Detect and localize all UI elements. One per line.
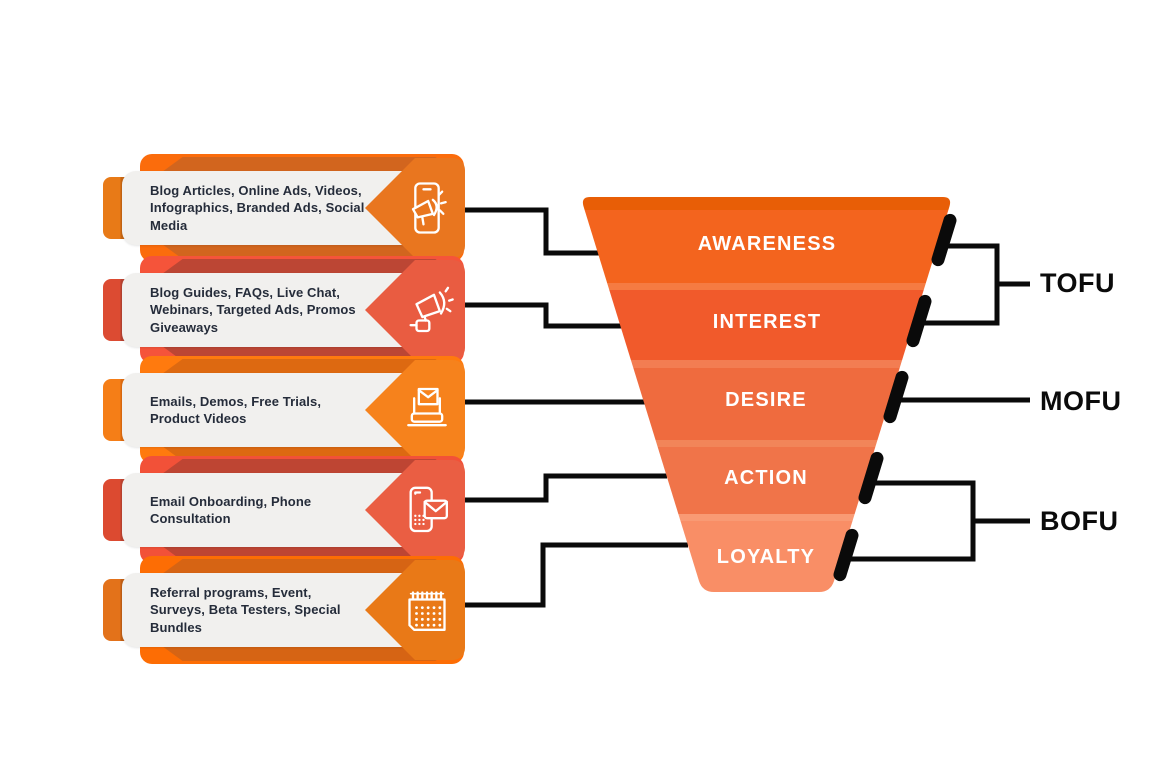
funnel-stage-label-awareness: AWARENESS (698, 233, 837, 255)
funnel-stage-label-interest: INTEREST (713, 311, 822, 333)
group-label-bofu: BOFU (1040, 506, 1119, 536)
card-band-bottom (162, 646, 456, 661)
card-text: Blog Articles, Online Ads, Videos, Infog… (150, 183, 365, 233)
funnel-stage-interest (582, 290, 951, 360)
card-text: Emails, Demos, Free Trials, Product Vide… (150, 393, 322, 426)
funnel-rim (582, 197, 951, 210)
connector-line-loyalty (450, 542, 688, 608)
funnel-stage-label-desire: DESIRE (725, 389, 807, 411)
card-band-top (162, 259, 456, 274)
card-action-tactics: Email Onboarding, Phone Consultation (100, 456, 466, 564)
funnel-separator (582, 360, 951, 368)
card-band-bottom (162, 244, 456, 259)
card-arrow (365, 460, 465, 560)
funnel-stage-label-loyalty: LOYALTY (717, 546, 815, 568)
card-text: Referral programs, Event, Surveys, Beta … (150, 585, 341, 635)
card-loyalty-tactics: Referral programs, Event, Surveys, Beta … (100, 556, 466, 664)
stage-tick-desire (883, 370, 909, 424)
connector-line-awareness (450, 207, 600, 256)
group-label-mofu: MOFU (1040, 386, 1121, 416)
card-interest-tactics: Blog Guides, FAQs, Live Chat, Webinars, … (100, 256, 466, 364)
funnel-stage-label-action: ACTION (724, 467, 808, 489)
group-label-tofu: TOFU (1040, 268, 1115, 298)
connector-line-action (450, 473, 667, 503)
card-band-top (162, 157, 456, 172)
stage-tick-loyalty (833, 528, 859, 582)
card-text: Email Onboarding, Phone Consultation (150, 493, 312, 526)
card-awareness-tactics: Blog Articles, Online Ads, Videos, Infog… (100, 154, 466, 262)
card-band-top (162, 459, 456, 474)
phone-megaphone-icon (411, 182, 447, 234)
connector-line-interest (450, 302, 622, 329)
phone-mail-icon (409, 486, 448, 533)
funnel-separator (582, 283, 951, 290)
hand-megaphone-icon (409, 286, 454, 333)
card-plate: Emails, Demos, Free Trials, Product Vide… (122, 373, 418, 447)
funnel-separator (582, 514, 951, 521)
card-plate: Referral programs, Event, Surveys, Beta … (122, 573, 418, 647)
card-band-top (162, 559, 456, 574)
card-band-top (162, 359, 456, 374)
funnel-stage-awareness (582, 210, 951, 283)
stage-tick-awareness (931, 213, 957, 267)
calendar-icon (408, 591, 446, 631)
card-desire-tactics: Emails, Demos, Free Trials, Product Vide… (100, 356, 466, 464)
card-text: Blog Guides, FAQs, Live Chat, Webinars, … (150, 285, 356, 335)
stage-tick-action (858, 451, 884, 505)
funnel-separator (582, 440, 951, 447)
laptop-mail-icon (407, 387, 447, 427)
